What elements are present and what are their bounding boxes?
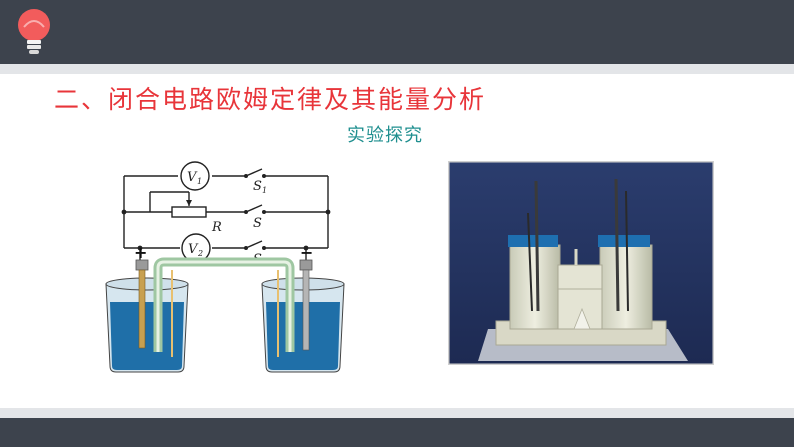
- header-bar: [0, 0, 794, 64]
- blue-cap-right: [598, 235, 650, 247]
- v1-subscript: 1: [197, 177, 202, 186]
- lightbulb-icon: [18, 9, 50, 54]
- v2-label: V: [188, 242, 199, 257]
- v2-subscript: 2: [197, 249, 203, 258]
- beaker-left: [105, 277, 189, 373]
- v1-label: V: [187, 170, 198, 185]
- minus-sign: −: [300, 243, 313, 262]
- header-divider: [0, 64, 794, 74]
- electrode-right: [302, 269, 310, 351]
- slide-subtitle: 实验探究: [347, 125, 423, 146]
- plus-sign: +: [134, 243, 147, 262]
- s1-label: S: [253, 179, 262, 194]
- slide-title: 二、闭合电路欧姆定律及其能量分析: [54, 85, 487, 114]
- footer-divider: [0, 408, 794, 418]
- footer-bar: [0, 418, 794, 447]
- s1-subscript: 1: [262, 186, 267, 195]
- circuit-diagram: V 1 V 2 S 1 R S S 2 + −: [105, 161, 345, 373]
- s-label: S: [253, 216, 262, 231]
- electrode-left: [138, 269, 146, 349]
- apparatus-photo: [448, 161, 714, 365]
- blue-cap-left: [508, 235, 558, 247]
- r-label: R: [211, 220, 222, 235]
- voltmeter-1: [180, 161, 210, 191]
